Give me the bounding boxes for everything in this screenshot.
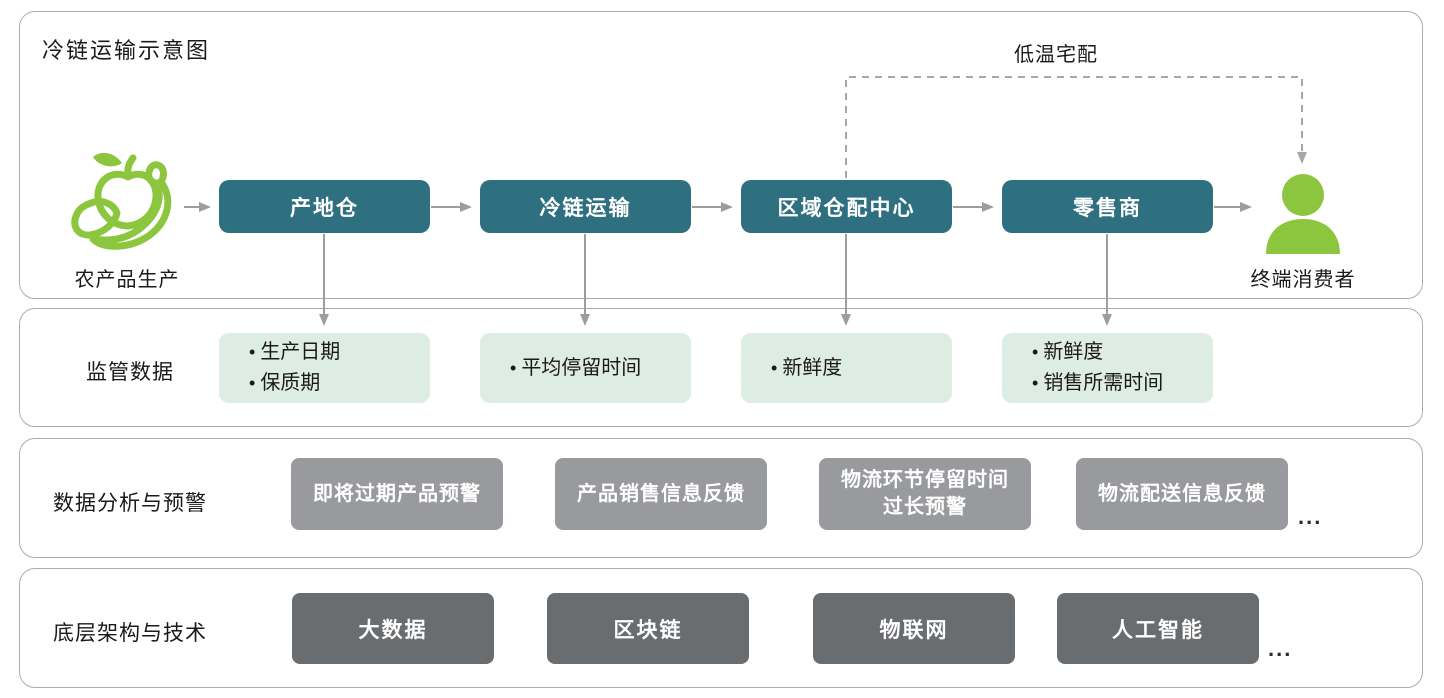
monitoring-box-origin: 生产日期 保质期	[219, 333, 430, 403]
analysis-box-expiry-warning: 即将过期产品预警	[291, 458, 503, 530]
analysis-label: 数据分析与预警	[53, 492, 207, 515]
tech-box-iot: 物联网	[813, 593, 1015, 664]
produce-fruit-icon	[62, 150, 196, 262]
consumer-person-icon	[1258, 172, 1348, 256]
analysis-line: 产品销售信息反馈	[577, 482, 745, 505]
consumer-label: 终端消费者	[1250, 269, 1356, 291]
monitoring-item: 销售所需时间	[1032, 368, 1213, 399]
dashed-route-label: 低温宅配	[1014, 44, 1098, 66]
stage-regional-distribution-center: 区域仓配中心	[741, 180, 952, 233]
stage-cold-chain-transport: 冷链运输	[480, 180, 691, 233]
stage-origin-warehouse: 产地仓	[219, 180, 430, 233]
monitoring-item: 保质期	[249, 368, 430, 399]
flow-panel	[19, 11, 1423, 299]
analysis-box-sales-feedback: 产品销售信息反馈	[555, 458, 767, 530]
tech-box-big-data: 大数据	[292, 593, 494, 664]
monitoring-box-retail: 新鲜度 销售所需时间	[1002, 333, 1213, 403]
analysis-line: 物流配送信息反馈	[1098, 482, 1266, 505]
monitoring-item: 生产日期	[249, 337, 430, 368]
monitoring-label: 监管数据	[86, 361, 174, 384]
analysis-line: 物流环节停留时间	[841, 469, 1009, 491]
analysis-box-dwell-time-warning: 物流环节停留时间 过长预警	[819, 458, 1031, 530]
tech-box-blockchain: 区块链	[547, 593, 749, 664]
tech-label: 底层架构与技术	[53, 622, 207, 645]
source-label: 农产品生产	[74, 269, 180, 291]
monitoring-box-transport: 平均停留时间	[480, 333, 691, 403]
monitoring-item: 新鲜度	[1032, 337, 1213, 368]
monitoring-item: 平均停留时间	[510, 353, 691, 384]
analysis-more-ellipsis: ...	[1298, 504, 1323, 529]
diagram-title: 冷链运输示意图	[42, 38, 211, 63]
analysis-line: 即将过期产品预警	[313, 482, 481, 505]
analysis-line: 过长预警	[883, 496, 967, 518]
monitoring-item: 新鲜度	[771, 353, 952, 384]
tech-box-ai: 人工智能	[1057, 593, 1259, 664]
tech-more-ellipsis: ...	[1268, 636, 1293, 661]
monitoring-box-distribution: 新鲜度	[741, 333, 952, 403]
analysis-box-logistics-feedback: 物流配送信息反馈	[1076, 458, 1288, 530]
stage-retailer: 零售商	[1002, 180, 1213, 233]
